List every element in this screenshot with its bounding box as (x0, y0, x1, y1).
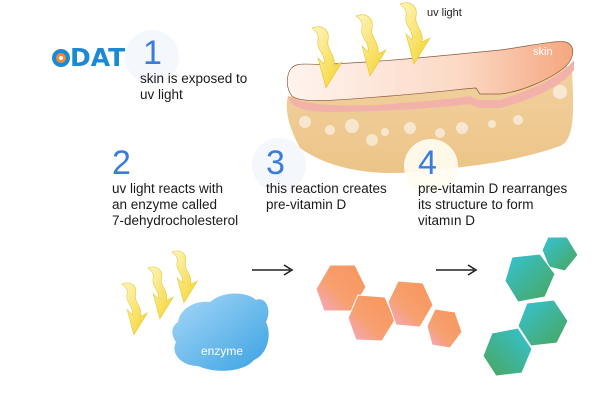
step-1-badge (125, 30, 179, 84)
hexagon (426, 308, 463, 349)
hexagon (387, 280, 434, 328)
step-4-number: 4 (418, 144, 437, 182)
hexagon (541, 236, 579, 272)
step-3-badge (252, 138, 306, 192)
step-1-text: skin is exposed to uv light (140, 71, 247, 103)
hexagon (517, 299, 569, 347)
logo-target-icon (52, 49, 70, 67)
hexagon (482, 327, 533, 377)
dat-logo: DAT (52, 43, 125, 72)
step-2-line: 7-dehydrocholesterol (112, 213, 239, 228)
logo-text: DAT (70, 43, 126, 72)
step-4-badge (404, 139, 458, 193)
uv-light-label: uv light (427, 7, 462, 19)
step-4-line: its structure to form (418, 197, 534, 212)
step-3-line: this reaction creates (266, 181, 387, 196)
step-2-number: 2 (112, 144, 131, 182)
enzyme-blob (172, 293, 269, 371)
hexagon (504, 253, 556, 303)
step-2-line: an enzyme called (112, 197, 218, 212)
step-1-number: 1 (143, 34, 162, 72)
step-2-line: uv light reacts with (112, 181, 224, 196)
skin-label: skin (533, 46, 553, 58)
step-4-text: pre-vitamin D rearranges its structure t… (418, 181, 567, 229)
reaction-arrow-1 (252, 264, 294, 276)
step-3-text: this reaction creates pre-vitamin D (266, 181, 387, 213)
vitamin-d-molecule (482, 236, 579, 377)
step-1-line: skin is exposed to (140, 71, 248, 86)
step-2-text: uv light reacts with an enzyme called 7-… (112, 181, 238, 229)
step-4-line: pre-vitamin D rearranges (418, 181, 568, 196)
previtamin-d-molecule (315, 264, 463, 349)
enzyme-label: enzyme (201, 344, 244, 358)
step-4-line: vitamın D (418, 213, 476, 228)
reaction-arrow-2 (436, 264, 478, 276)
step-1-line: uv light (140, 87, 183, 102)
fat-bubbles (299, 85, 567, 150)
step-3-line: pre-vitamin D (266, 197, 347, 212)
skin-illustration (286, 41, 574, 174)
hexagon (347, 294, 396, 342)
step-3-number: 3 (266, 144, 285, 182)
